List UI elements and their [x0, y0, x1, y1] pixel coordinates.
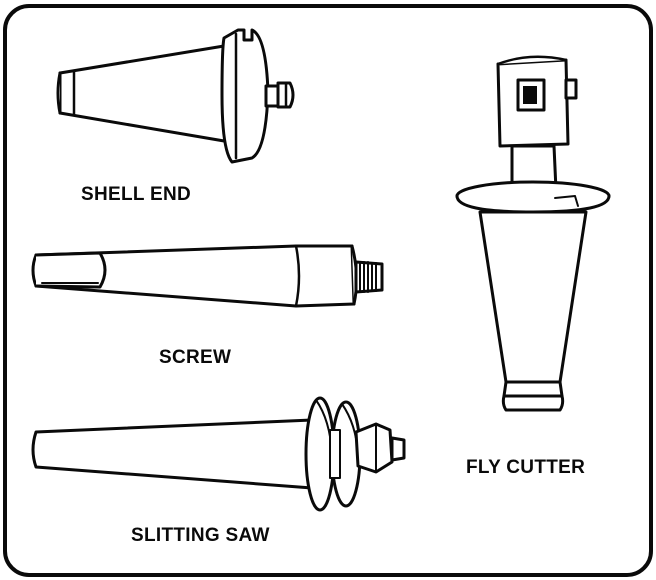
label-fly-cutter: FLY CUTTER [466, 457, 586, 478]
label-screw: SCREW [159, 347, 232, 368]
diagram-frame [3, 4, 653, 577]
slitting-saw-arbor [31, 396, 406, 512]
label-shell-end: SHELL END [81, 184, 192, 205]
shell-end-arbor [56, 28, 295, 164]
fly-cutter-arbor [455, 55, 611, 412]
screw-arbor [31, 244, 384, 308]
label-slitting-saw: SLITTING SAW [131, 525, 270, 546]
